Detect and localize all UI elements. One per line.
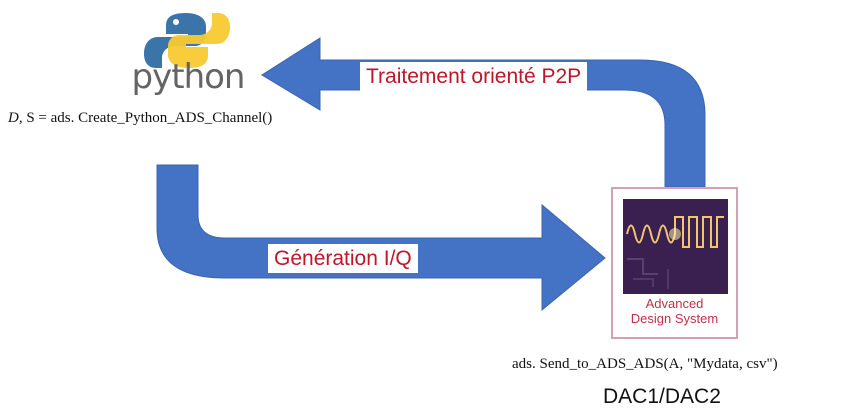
ads-logo: Advanced Design System	[611, 187, 738, 339]
function-lhs-variable: D	[8, 110, 19, 126]
function-call-text: , S = ads. Create_Python_ADS_Channel()	[18, 110, 273, 126]
python-snakes-icon	[144, 13, 230, 68]
python-channel-call: D, S = ads. Create_Python_ADS_Channel()	[8, 110, 272, 127]
iq-generation-arrow	[156, 164, 606, 312]
ads-send-call: ads. Send_to_ADS_ADS(A, "Mydata, csv")	[512, 356, 778, 372]
p2p-processing-arrow	[261, 37, 706, 188]
python-logo: python	[128, 10, 248, 100]
p2p-processing-label: Traitement orienté P2P	[360, 62, 588, 91]
python-wordmark: python	[131, 57, 246, 97]
ads-logo-line2: Design System	[630, 310, 719, 326]
dac-label: DAC1/DAC2	[603, 385, 721, 408]
waveform-icon	[626, 216, 724, 289]
ads-logo-text: Advanced Design System	[613, 296, 736, 327]
ads-waveform-banner	[623, 199, 728, 294]
iq-generation-label: Génération I/Q	[268, 244, 418, 273]
ads-logo-line1: Advanced	[645, 296, 704, 311]
